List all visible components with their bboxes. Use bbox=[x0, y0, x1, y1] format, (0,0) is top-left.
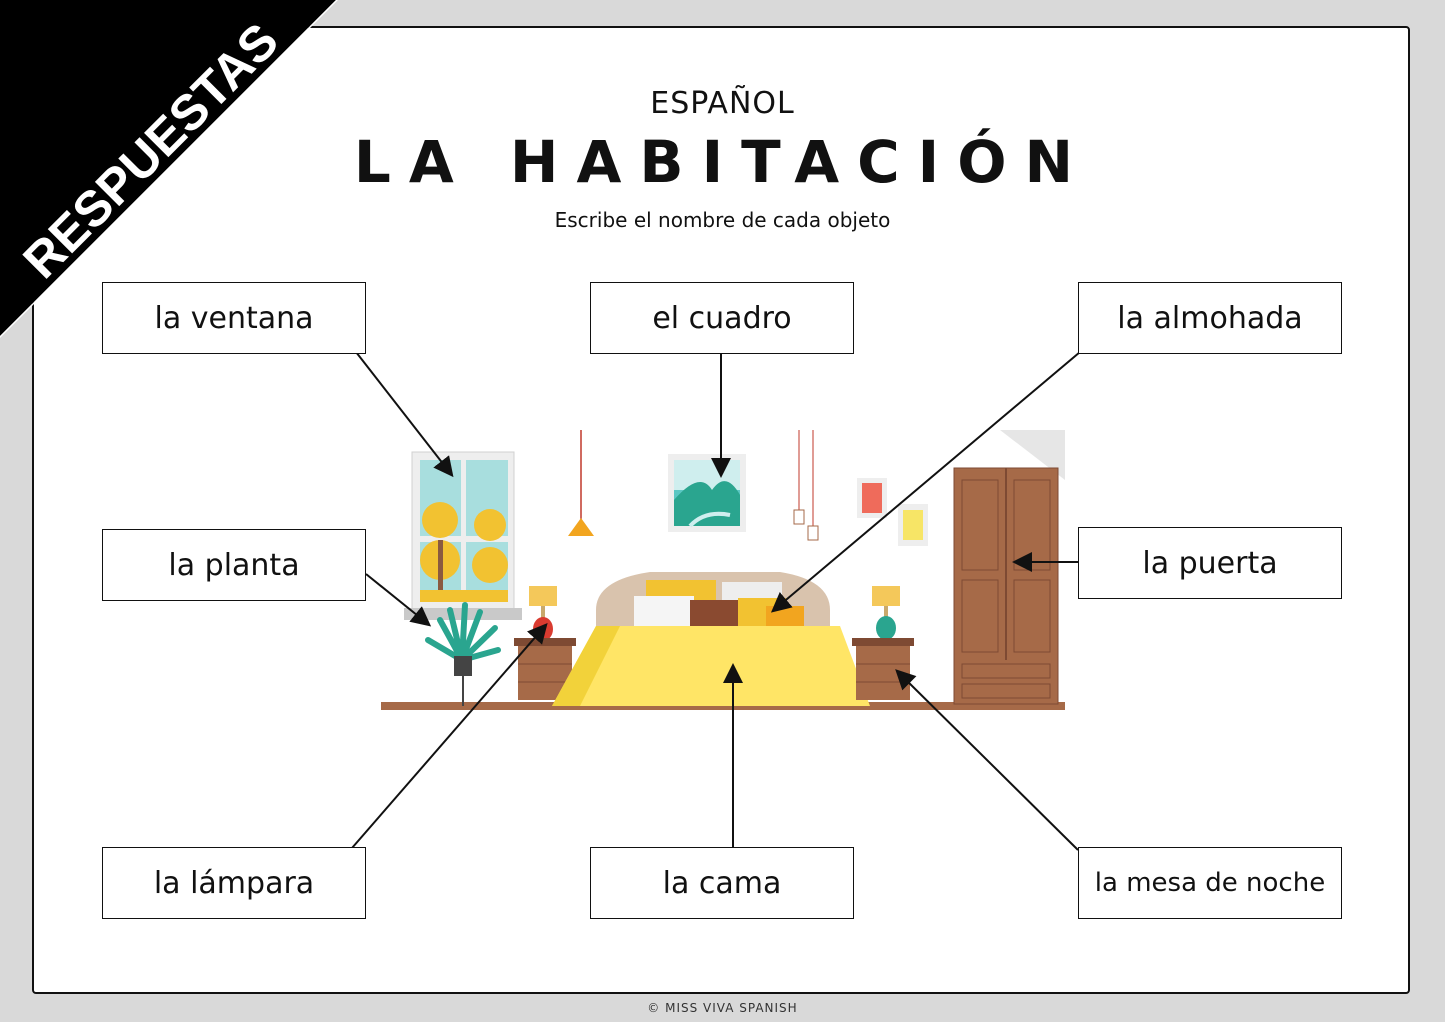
left-lamp-illustration bbox=[529, 586, 557, 641]
picture-illustration bbox=[668, 454, 746, 532]
window-illustration bbox=[404, 451, 522, 620]
label-cuadro: el cuadro bbox=[590, 282, 854, 354]
label-almohada: la almohada bbox=[1078, 282, 1342, 354]
label-mesa: la mesa de noche bbox=[1078, 847, 1342, 919]
label-lampara: la lámpara bbox=[102, 847, 366, 919]
instructions-text: Escribe el nombre de cada objeto bbox=[554, 208, 891, 232]
label-puerta: la puerta bbox=[1078, 527, 1342, 599]
label-planta: la planta bbox=[102, 529, 366, 601]
copyright-footer: © MISS VIVA SPANISH bbox=[647, 1001, 798, 1015]
right-nightstand-illustration bbox=[852, 638, 914, 700]
subject-heading: ESPAÑOL bbox=[650, 86, 795, 121]
wardrobe-illustration bbox=[953, 430, 1065, 705]
label-cama: la cama bbox=[590, 847, 854, 919]
label-ventana: la ventana bbox=[102, 282, 366, 354]
page-title: LA HABITACIÓN bbox=[353, 128, 1092, 196]
plant-illustration bbox=[425, 602, 501, 706]
bed-illustration bbox=[552, 572, 870, 706]
right-lamp-illustration bbox=[872, 586, 900, 640]
